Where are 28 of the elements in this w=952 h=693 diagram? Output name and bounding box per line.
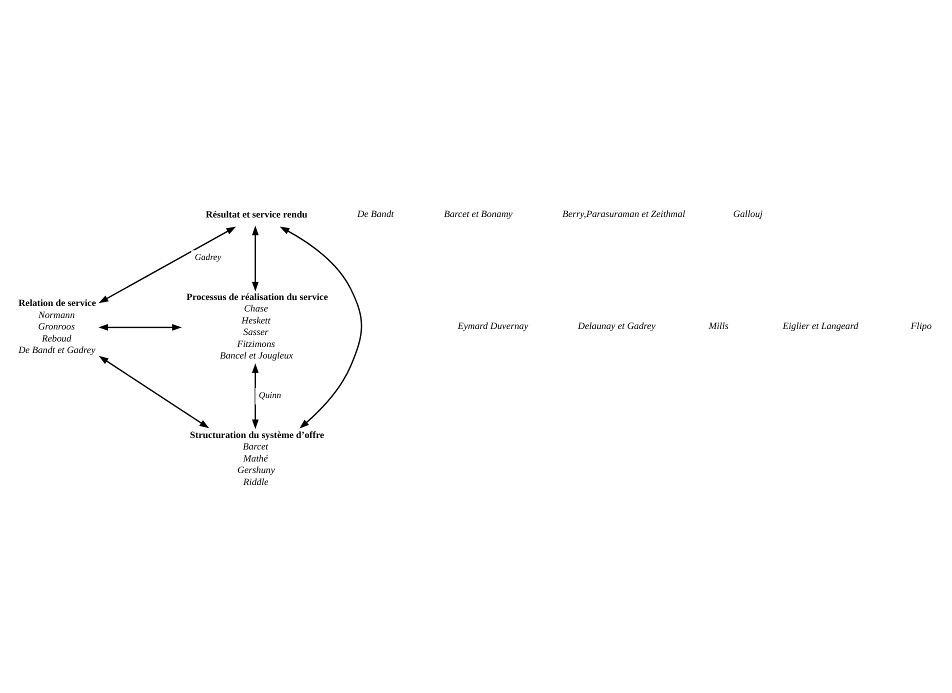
label: Mills: [708, 320, 729, 332]
node-text: Résultat et service rendu: [206, 208, 308, 220]
node-label: De Bandt et Gadrey: [18, 344, 96, 356]
node-label: Barcet: [242, 441, 268, 452]
node-label: Chase: [244, 303, 268, 314]
node-label: Reboud: [42, 332, 72, 344]
node-label: Riddle: [243, 476, 268, 488]
edge-label: Quinn: [258, 389, 282, 400]
node-label: Normann: [38, 309, 75, 320]
node-label: Mathé: [243, 452, 268, 464]
label: Delaunay et Gadrey: [578, 320, 656, 332]
label: Eiglier et Langeard: [782, 320, 858, 332]
label: Gallouj: [733, 208, 763, 220]
label: Eymard Duvernay: [458, 320, 528, 332]
node-label: Heskett: [242, 314, 270, 326]
label: De Bandt: [357, 208, 394, 220]
node-label: Bancel et Jougleux: [220, 350, 294, 361]
label: Berry,Parasuraman et Zeithmal: [562, 208, 686, 220]
edge-label: Gadrey: [194, 252, 222, 262]
node-text: Processus de réalisation du service: [186, 291, 328, 302]
node-label: Sasser: [243, 326, 268, 338]
label: Flipo: [910, 320, 932, 332]
node-text: Relation de service: [18, 298, 96, 309]
node-label: Fitzimons: [237, 338, 276, 350]
node-text: Structuration du système d’offre: [190, 430, 324, 441]
node-label: Gershuny: [237, 464, 275, 476]
node-label: Gronroos: [38, 321, 75, 332]
label: Barcet et Bonamy: [444, 208, 513, 220]
